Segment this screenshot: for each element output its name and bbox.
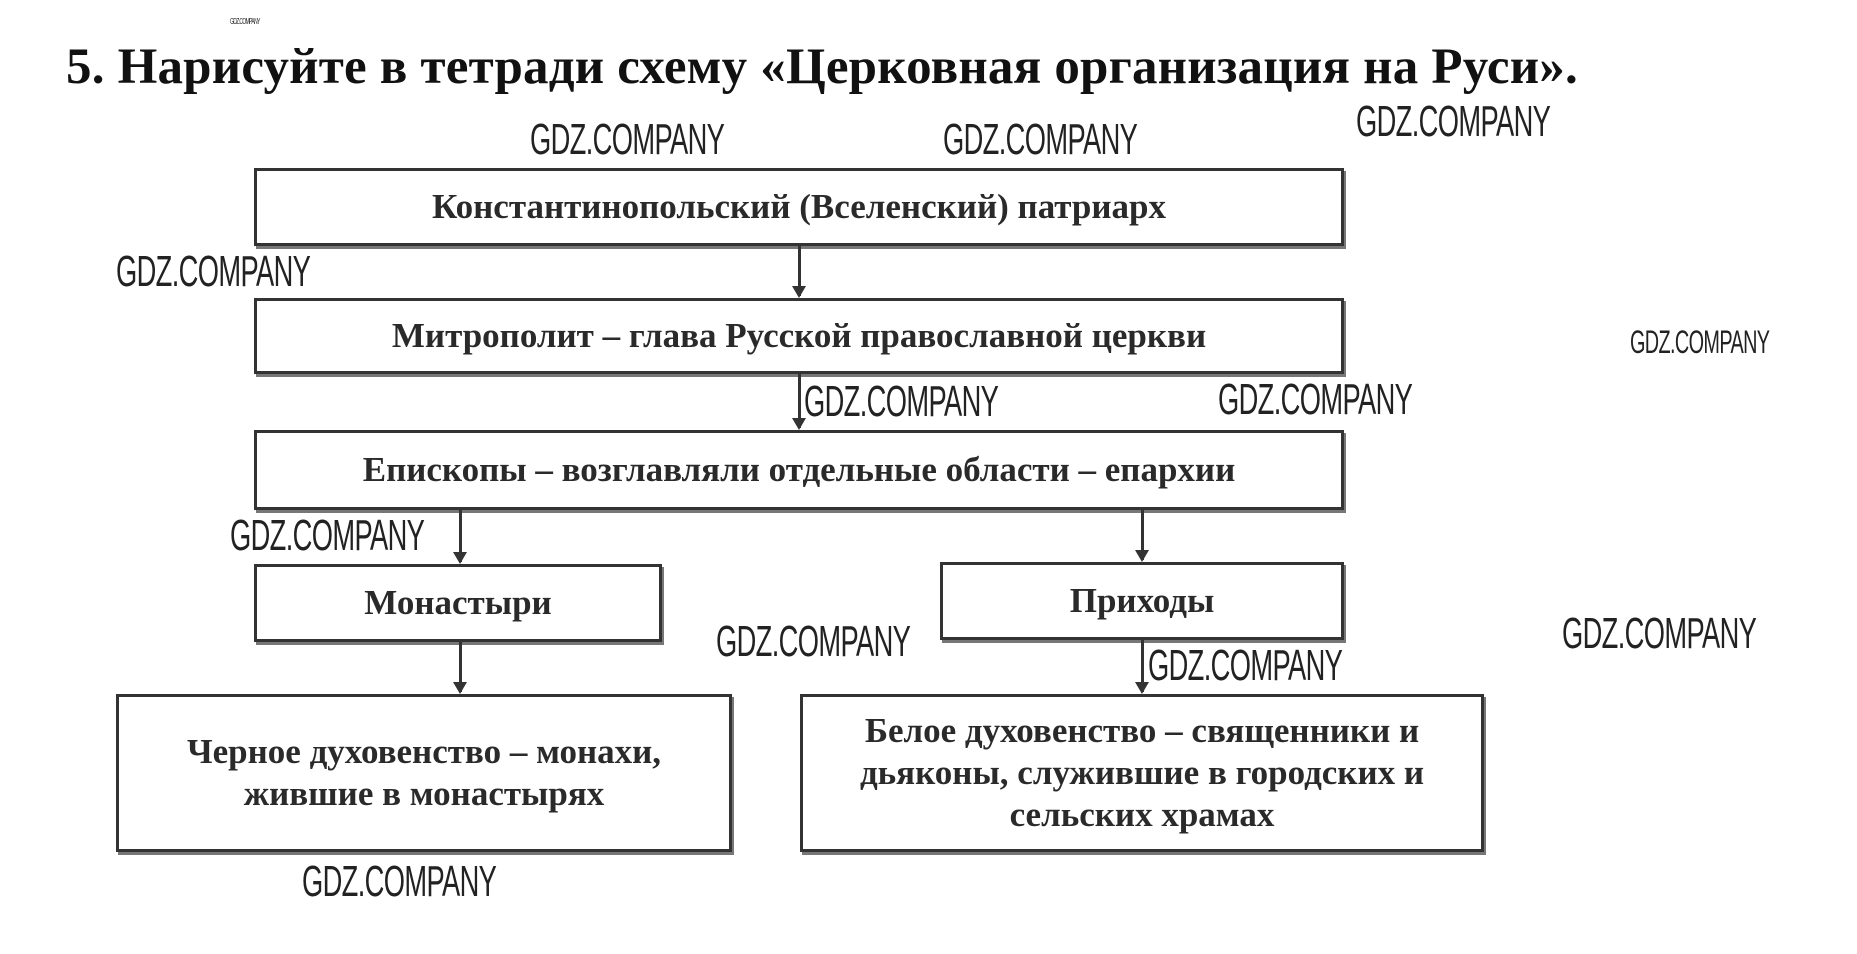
watermark: GDZ.COMPANY [1148,641,1343,690]
parishes-box: Приходы [940,562,1344,640]
watermark: GDZ.COMPANY [116,247,311,296]
watermark: GDZ.COMPANY [1630,324,1770,360]
arrow-down [453,510,467,564]
bishops-box: Епископы – возглавляли отдельные области… [254,430,1344,510]
arrow-down [1135,640,1149,694]
watermark: GDZ.COMPANY [230,511,425,560]
metropolitan-box: Митрополит – глава Русской православной … [254,298,1344,374]
monasteries-box: Монастыри [254,564,662,642]
watermark: GDZ.COMPANY [716,617,911,666]
watermark: GDZ.COMPANY [1562,609,1757,658]
watermark: GDZ.COMPANY [302,857,497,906]
exercise-title: 5. Нарисуйте в тетради схему «Церковная … [66,39,1578,95]
watermark: GDZ.COMPANY [1218,375,1413,424]
white-clergy-box: Белое духовенство – священники и дьяконы… [800,694,1484,852]
watermark: GDZ.COMPANY [530,115,725,164]
arrow-down [453,642,467,694]
arrow-down [792,246,806,298]
black-clergy-box: Черное духовенство – монахи, жившие в мо… [116,694,732,852]
watermark: GDZ.COMPANY [230,17,260,26]
watermark: GDZ.COMPANY [943,115,1138,164]
arrow-down [792,374,806,430]
patriarch-box: Константинопольский (Вселенский) патриар… [254,168,1344,246]
watermark: GDZ.COMPANY [1356,97,1551,146]
arrow-down [1135,510,1149,562]
watermark: GDZ.COMPANY [804,377,999,426]
